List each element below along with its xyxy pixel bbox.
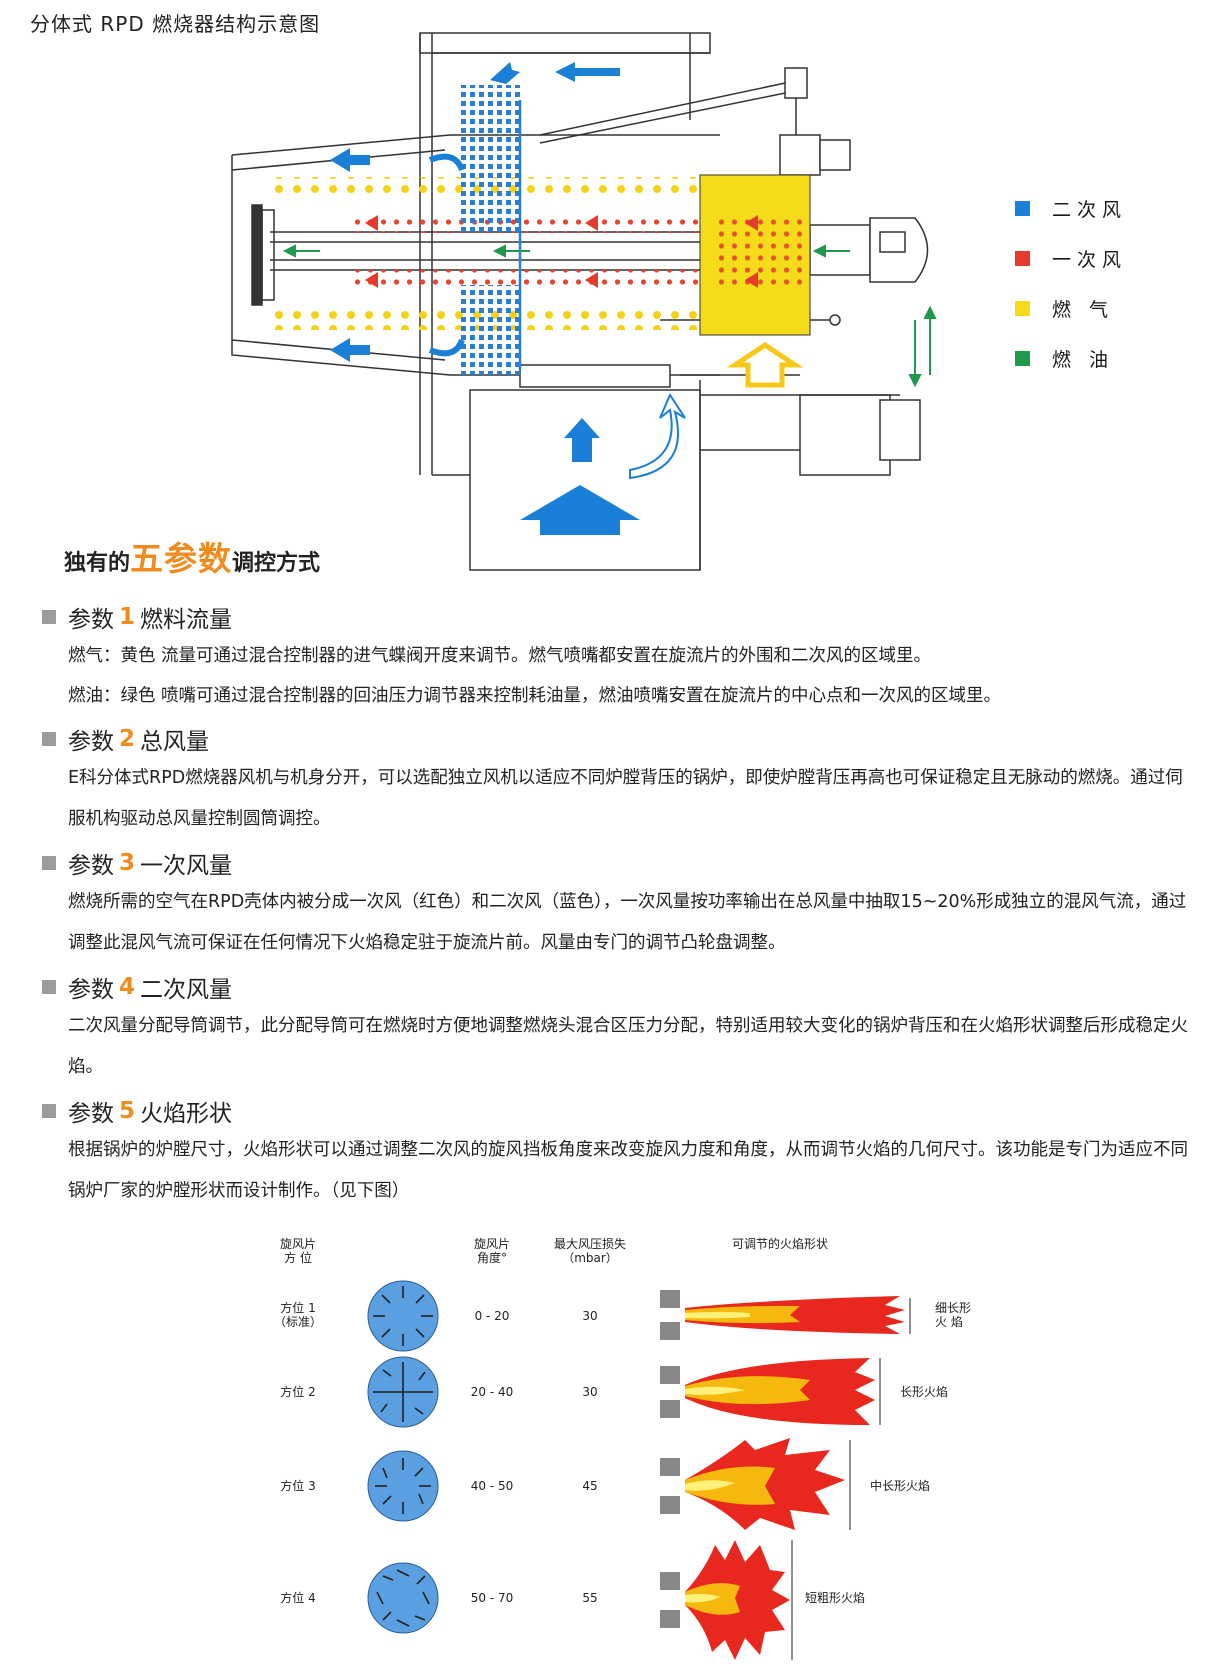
legend-swatch: [1015, 300, 1030, 316]
row-loss: 30: [582, 1309, 597, 1323]
header-angle-1: 旋风片: [474, 1237, 510, 1251]
header-loss-2: （mbar）: [562, 1251, 618, 1265]
header-loss-1: 最大风压损失: [554, 1236, 626, 1251]
burner-head-icon: [660, 1458, 680, 1476]
legend-swatch: [1015, 200, 1030, 216]
param-text-line: 燃气：黄色 流量可通过混合控制器的进气蝶阀开度来调节。燃气喷嘴都安置在旋流片的外…: [68, 646, 932, 666]
section-heading-pre: 独有的: [64, 551, 131, 576]
gas-inlet-arrow: [726, 341, 804, 388]
flame-shape-icon: [685, 1296, 905, 1334]
legend-swatch: [1015, 350, 1030, 366]
row-loss: 30: [582, 1385, 597, 1399]
oil-arrows: [282, 244, 937, 388]
param-text: 根据锅炉的炉膛尺寸，火焰形状可以通过调整二次风的旋风挡板角度来改变旋风力度和角度…: [68, 1140, 1188, 1201]
secondary-air-block-bottom: [460, 285, 520, 375]
flame-label: 细长形: [935, 1301, 971, 1315]
flame-shape-icon: [685, 1540, 790, 1660]
row-position: 方位 3: [280, 1478, 315, 1493]
page-title: 分体式 RPD 燃烧器结构示意图: [30, 12, 321, 36]
param-text: E科分体式RPD燃烧器风机与机身分开，可以选配独立风机以适应不同炉膛背压的锅炉，…: [68, 768, 1183, 829]
row-angle: 50 - 70: [471, 1591, 514, 1605]
bullet-square-icon: [42, 732, 56, 746]
primary-air-arrows: [365, 215, 758, 288]
legend-label: 一次风: [1052, 248, 1128, 271]
burner-diagram: [231, 32, 937, 571]
section-heading-highlight: 五参数: [130, 539, 233, 578]
legend-label: 二次风: [1052, 198, 1128, 221]
legend-item-gas: 燃 气: [1015, 283, 1127, 333]
table-row: 方位 2 20 - 40 30 长形火焰: [280, 1356, 948, 1428]
header-flame: 可调节的火焰形状: [732, 1236, 828, 1251]
flame-label: 中长形火焰: [870, 1478, 930, 1493]
flame-label: 短粗形火焰: [805, 1590, 865, 1605]
row-position: 方位 2: [280, 1384, 315, 1399]
flame-label: 长形火焰: [900, 1384, 948, 1399]
table-row: 方位 1 （标准） 0 - 20 30 细长形 火 焰: [274, 1280, 971, 1352]
legend-item-secondary-air: 二次风: [1015, 183, 1127, 233]
secondary-air-block-top: [460, 85, 520, 235]
param-text-line: 燃油：绿色 喷嘴可通过混合控制器的回油压力调节器来控制耗油量，燃油喷嘴安置在旋流…: [68, 686, 1002, 706]
legend-label: 燃 气: [1052, 298, 1115, 321]
legend: 二次风 一次风 燃 气 燃 油: [1015, 183, 1127, 383]
legend-item-oil: 燃 油: [1015, 333, 1127, 383]
row-position-note: （标准）: [274, 1315, 322, 1329]
bullet-square-icon: [42, 1104, 56, 1118]
row-loss: 45: [582, 1479, 597, 1493]
section-heading-post: 调控方式: [232, 551, 321, 576]
bullet-square-icon: [42, 980, 56, 994]
param-text: 二次风量分配导筒调节，此分配导筒可在燃烧时方便地调整燃烧头混合区压力分配，特别适…: [68, 1016, 1188, 1077]
row-angle: 0 - 20: [475, 1309, 510, 1323]
row-angle: 20 - 40: [471, 1385, 514, 1399]
header-position-1: 旋风片: [280, 1237, 316, 1251]
burner-head-icon: [660, 1572, 680, 1590]
secondary-air-arrows: [330, 62, 640, 535]
table-row: 方位 3 40 - 50 45 中长形火焰: [280, 1438, 930, 1530]
flame-label: 火 焰: [935, 1314, 963, 1329]
legend-label: 燃 油: [1052, 348, 1115, 371]
row-loss: 55: [582, 1591, 597, 1605]
legend-item-primary-air: 一次风: [1015, 233, 1127, 283]
legend-swatch: [1015, 250, 1030, 266]
flame-shape-table: 旋风片 方 位 旋风片 角度° 最大风压损失 （mbar） 可调节的火焰形状 方…: [274, 1236, 971, 1660]
burner-head-icon: [660, 1290, 680, 1308]
burner-head-icon: [660, 1366, 680, 1384]
param-text: 燃烧所需的空气在RPD壳体内被分成一次风（红色）和二次风（蓝色），一次风量按功率…: [68, 892, 1187, 953]
header-angle-2: 角度°: [477, 1250, 507, 1265]
bullet-square-icon: [42, 610, 56, 624]
section-heading: 独有的五参数调控方式: [64, 532, 320, 580]
swirler-disc-icon: [367, 1450, 439, 1522]
row-position: 方位 1: [280, 1300, 315, 1315]
table-row: 方位 4 50 - 70 55 短粗形火焰: [280, 1540, 865, 1660]
row-angle: 40 - 50: [471, 1479, 514, 1493]
header-position-2: 方 位: [284, 1250, 312, 1265]
bullet-square-icon: [42, 856, 56, 870]
row-position: 方位 4: [280, 1590, 315, 1605]
curved-air-arrow: [629, 392, 686, 480]
